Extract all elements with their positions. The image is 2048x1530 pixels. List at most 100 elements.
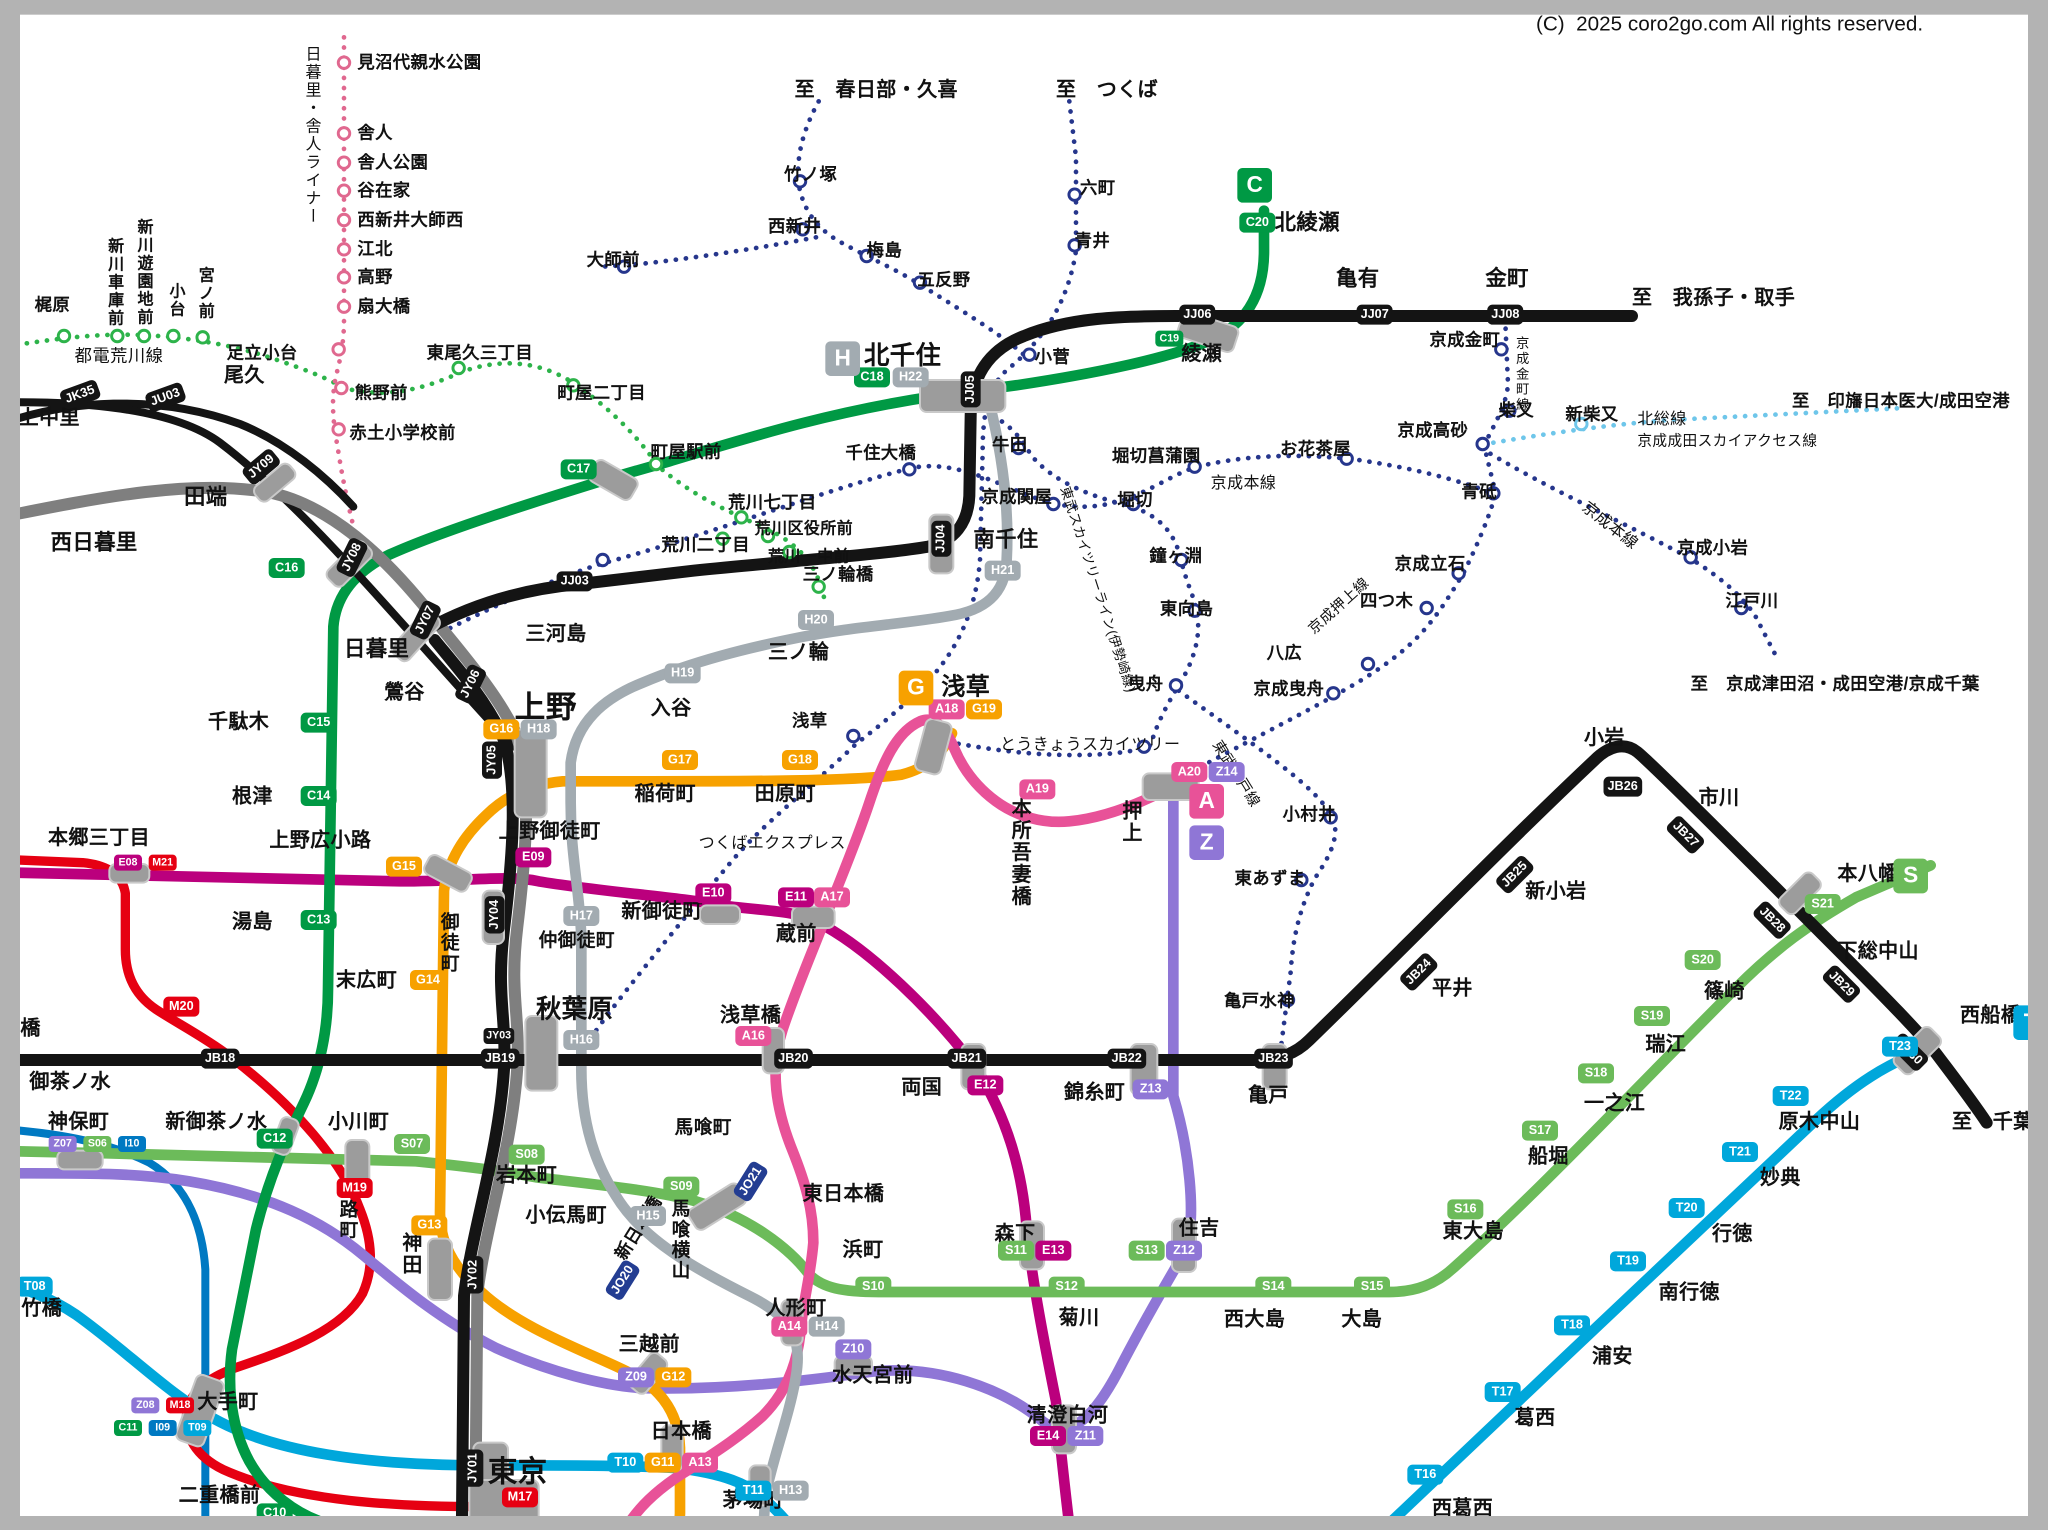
station-label: 上野御徒町	[498, 819, 601, 843]
station-label: 赤土小学校前	[349, 422, 456, 443]
station-label: 篠崎	[1703, 979, 1745, 1003]
line-badge: JB21	[947, 1048, 986, 1069]
line-badge: Z14	[1208, 761, 1245, 782]
station-dot	[1011, 440, 1026, 456]
station-dot	[56, 328, 72, 344]
station-label: 荒川二丁目	[661, 534, 751, 555]
line-badge: H19	[664, 663, 701, 684]
line-badge: I09	[148, 1419, 177, 1436]
map-canvas: (C) 2025 coro2go.com All rights reserved…	[19, 14, 2028, 1516]
station-dot	[110, 328, 125, 344]
line-badge: Z08	[131, 1397, 160, 1414]
line-badge: C16	[268, 557, 305, 578]
line-badge: JJ08	[1487, 304, 1524, 325]
line-badge: S09	[663, 1176, 700, 1197]
station-label: 日暮里・舎人ライナー	[303, 45, 323, 226]
station-label: 東京	[487, 1454, 548, 1488]
line-badge: JJ03	[556, 571, 593, 592]
station-label: 亀有	[1335, 267, 1380, 291]
line-badge: S14	[1255, 1276, 1292, 1297]
line-badge: S12	[1048, 1276, 1085, 1297]
station-dot	[912, 275, 928, 290]
line-badge: H17	[563, 905, 600, 926]
station-dot	[1494, 342, 1509, 357]
station-label: 青砥	[1461, 481, 1497, 502]
line-badge: T	[2013, 1005, 2028, 1040]
line-badge: E09	[515, 847, 552, 868]
line-badge: Z10	[835, 1339, 872, 1360]
station-label: 住吉	[1178, 1217, 1220, 1240]
station-dot	[1734, 600, 1749, 616]
jr-yamanote-line	[19, 481, 533, 1516]
line-badge: Z07	[48, 1135, 77, 1152]
station-label: 荒川七丁目	[727, 491, 817, 512]
station-dot	[336, 55, 352, 70]
station-dot	[336, 126, 352, 141]
station-dot	[195, 330, 210, 345]
line-badge: JY02	[463, 1255, 484, 1294]
station-dot	[616, 259, 632, 274]
line-badge: T08	[19, 1276, 53, 1297]
station-label: 妙典	[1759, 1166, 1801, 1190]
station-dot	[1022, 347, 1037, 362]
station-label: 二重橋前	[178, 1483, 261, 1507]
line-badge: Z	[1189, 825, 1224, 860]
station-label: 柴又	[1498, 399, 1535, 420]
station-label: 北総線	[1637, 409, 1687, 428]
station-dot	[1067, 187, 1082, 202]
station-label: 下総中山	[1837, 939, 1919, 963]
station-dot	[451, 360, 466, 376]
station-label: 至 千葉	[1951, 1110, 2028, 1134]
station-label: 田原町	[754, 782, 816, 806]
line-badge: T19	[1609, 1251, 1646, 1272]
line-badge: T17	[1484, 1381, 1521, 1402]
station-label: 梶原	[34, 294, 71, 315]
station-dot	[859, 248, 874, 264]
station-label: 浅草	[791, 710, 828, 731]
station-label: 日本橋	[650, 1419, 712, 1443]
station-dot	[1339, 451, 1354, 466]
line-badge: C15	[300, 712, 337, 733]
station-box	[513, 728, 548, 819]
station-label: 京成金町	[1429, 329, 1501, 350]
line-badge: C12	[256, 1128, 293, 1149]
station-dot	[331, 342, 346, 357]
station-label: 青井	[1074, 230, 1111, 251]
station-label: 神田	[399, 1231, 423, 1276]
station-dot	[648, 456, 664, 472]
station-label: 荒川一中前	[767, 546, 851, 566]
station-label: 小伝馬町	[525, 1203, 607, 1227]
line-badge: G	[898, 670, 934, 706]
station-box	[698, 904, 741, 925]
station-label: 蔵前	[775, 922, 817, 946]
station-label: 金町	[1485, 267, 1529, 291]
line-badge: T22	[1772, 1085, 1809, 1106]
line-badge: C20	[1239, 212, 1276, 233]
station-box	[423, 853, 473, 893]
line-badge: S07	[393, 1133, 430, 1154]
station-dot	[1360, 656, 1376, 672]
station-box	[914, 717, 953, 776]
station-label: 小岩	[1583, 726, 1625, 750]
station-label: 至 我孫子・取手	[1631, 286, 1796, 310]
line-badge: JB23	[1254, 1048, 1293, 1069]
station-dot	[792, 174, 808, 189]
line-badge: S18	[1577, 1063, 1614, 1084]
station-label: 市川	[1698, 786, 1740, 810]
station-dot	[760, 528, 776, 544]
station-dot	[1326, 686, 1341, 701]
line-badge: S15	[1353, 1276, 1390, 1297]
station-label: お花茶屋	[1279, 438, 1351, 459]
line-badge: T09	[183, 1419, 212, 1436]
station-label: 牛田	[991, 434, 1028, 455]
line-badge: JB26	[1603, 776, 1642, 797]
line-badge: S13	[1128, 1240, 1165, 1261]
station-label: 南千住	[973, 529, 1039, 552]
station-label: 江戸川	[1725, 590, 1779, 611]
station-label: 鐘ヶ淵	[1149, 545, 1203, 566]
line-badge: S17	[1521, 1120, 1558, 1141]
station-label: 両国	[901, 1075, 943, 1099]
station-dot	[1280, 992, 1296, 1008]
station-label: 秋葉原	[535, 995, 614, 1024]
